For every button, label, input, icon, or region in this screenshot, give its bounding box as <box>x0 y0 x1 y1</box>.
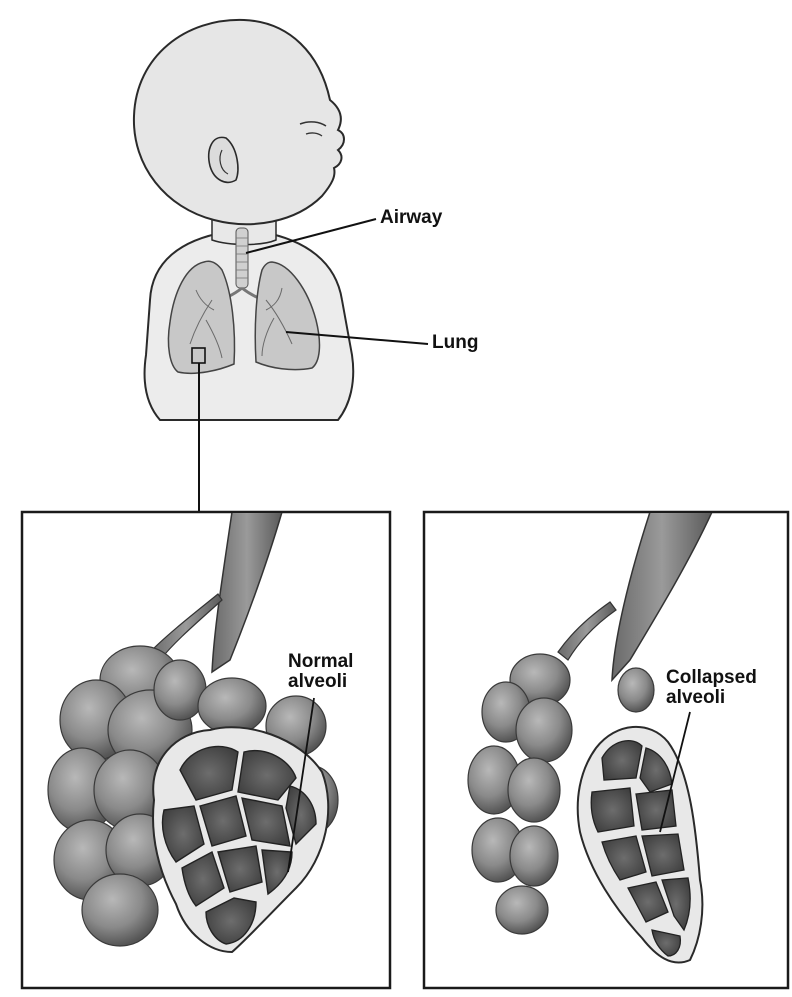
panel-collapsed <box>424 512 788 988</box>
child-figure <box>134 20 428 512</box>
label-normal-alveoli: Normal alveoli <box>288 652 353 692</box>
label-normal-line2: alveoli <box>288 672 353 692</box>
label-collapsed-alveoli: Collapsed alveoli <box>666 668 757 708</box>
label-collapsed-line1: Collapsed <box>666 668 757 688</box>
panel-normal <box>22 512 390 988</box>
label-collapsed-line2: alveoli <box>666 688 757 708</box>
label-lung: Lung <box>432 333 478 353</box>
label-normal-line1: Normal <box>288 652 353 672</box>
trachea <box>236 228 248 288</box>
label-airway: Airway <box>380 208 442 228</box>
